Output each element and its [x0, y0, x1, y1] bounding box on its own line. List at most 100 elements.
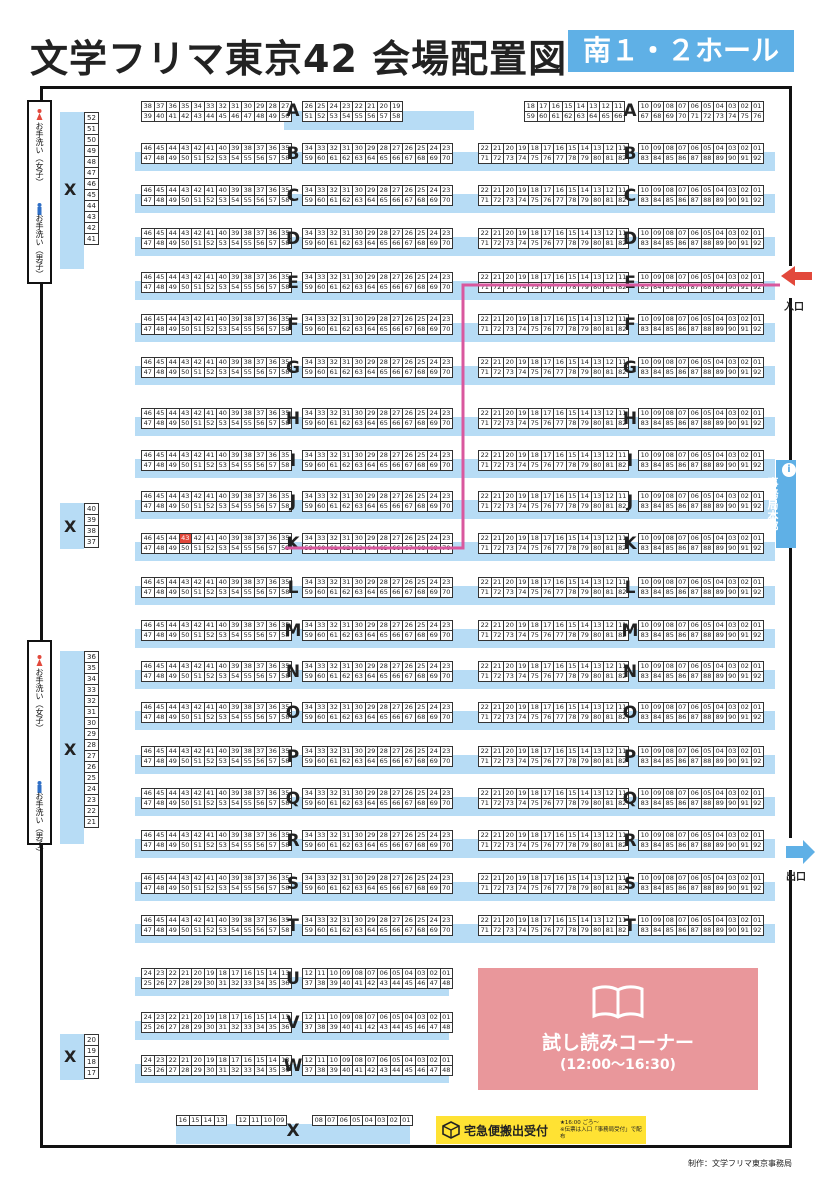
booth-seat[interactable]: 69 — [428, 671, 441, 682]
booth-seat[interactable]: 52 — [204, 587, 217, 598]
booth-seat[interactable]: 88 — [701, 630, 714, 641]
booth-seat[interactable]: 83 — [638, 587, 652, 598]
booth-seat[interactable]: 91 — [739, 282, 752, 293]
booth-seat[interactable]: 59 — [302, 324, 316, 335]
booth-seat[interactable]: 64 — [365, 630, 378, 641]
booth-seat[interactable]: 55 — [242, 630, 255, 641]
booth-seat[interactable]: 48 — [254, 111, 267, 122]
booth-seat[interactable]: 84 — [651, 543, 664, 554]
booth-seat[interactable]: 81 — [604, 671, 617, 682]
booth-seat[interactable]: 72 — [491, 587, 504, 598]
booth-seat[interactable]: 69 — [664, 111, 677, 122]
booth-seat[interactable]: 70 — [440, 324, 453, 335]
booth-seat[interactable]: 51 — [192, 460, 205, 471]
booth-seat[interactable]: 52 — [204, 418, 217, 429]
booth-seat[interactable]: 41 — [167, 111, 180, 122]
booth-seat[interactable]: 86 — [676, 671, 689, 682]
booth-seat[interactable]: 92 — [751, 195, 764, 206]
booth-seat[interactable]: 52 — [204, 630, 217, 641]
booth-seat[interactable]: 70 — [440, 712, 453, 723]
booth-seat[interactable]: 62 — [340, 630, 353, 641]
booth-seat[interactable]: 88 — [701, 238, 714, 249]
booth-seat[interactable]: 72 — [491, 756, 504, 767]
booth-seat[interactable]: 61 — [328, 671, 341, 682]
booth-seat[interactable]: 76 — [541, 195, 554, 206]
booth-seat[interactable]: 72 — [491, 712, 504, 723]
booth-seat[interactable]: 76 — [541, 282, 554, 293]
booth-seat[interactable]: 90 — [726, 367, 739, 378]
booth-seat[interactable]: 82 — [616, 460, 629, 471]
booth-seat[interactable]: 90 — [726, 238, 739, 249]
booth-seat[interactable]: 56 — [254, 153, 267, 164]
booth-seat[interactable]: 77 — [554, 324, 567, 335]
booth-seat[interactable]: 71 — [478, 324, 492, 335]
booth-seat[interactable]: 74 — [516, 501, 529, 512]
booth-seat[interactable]: 68 — [415, 460, 428, 471]
booth-seat[interactable]: 87 — [689, 460, 702, 471]
booth-seat[interactable]: 70 — [440, 195, 453, 206]
booth-seat[interactable]: 51 — [302, 111, 316, 122]
booth-seat[interactable]: 62 — [340, 587, 353, 598]
booth-seat[interactable]: 89 — [714, 543, 727, 554]
booth-seat[interactable]: 62 — [340, 367, 353, 378]
booth-seat[interactable]: 91 — [739, 460, 752, 471]
booth-seat[interactable]: 63 — [353, 324, 366, 335]
booth-seat[interactable]: 82 — [616, 282, 629, 293]
booth-seat[interactable]: 54 — [229, 195, 242, 206]
booth-seat[interactable]: 57 — [267, 630, 280, 641]
booth-seat[interactable]: 82 — [616, 238, 629, 249]
booth-seat[interactable]: 49 — [167, 712, 180, 723]
booth-seat[interactable]: 49 — [167, 195, 180, 206]
booth-seat[interactable]: 50 — [179, 153, 192, 164]
booth-seat[interactable]: 71 — [478, 671, 492, 682]
booth-seat[interactable]: 87 — [689, 367, 702, 378]
booth-seat[interactable]: 56 — [254, 324, 267, 335]
booth-seat[interactable]: 43 — [192, 111, 205, 122]
booth-seat[interactable]: 63 — [353, 238, 366, 249]
booth-seat[interactable]: 92 — [751, 630, 764, 641]
booth-seat[interactable]: 66 — [390, 756, 403, 767]
booth-seat[interactable]: 67 — [403, 587, 416, 598]
booth-seat[interactable]: 73 — [504, 418, 517, 429]
booth-seat[interactable]: 62 — [340, 756, 353, 767]
booth-seat[interactable]: 85 — [664, 460, 677, 471]
booth-seat[interactable]: 66 — [390, 671, 403, 682]
booth-seat[interactable]: 60 — [537, 111, 550, 122]
booth-seat[interactable]: 71 — [478, 587, 492, 598]
booth-seat[interactable]: 69 — [428, 324, 441, 335]
booth-seat[interactable]: 75 — [529, 238, 542, 249]
booth-seat[interactable]: 49 — [167, 630, 180, 641]
booth-seat[interactable]: 51 — [192, 712, 205, 723]
booth-seat[interactable]: 77 — [554, 501, 567, 512]
booth-seat[interactable]: 59 — [302, 587, 316, 598]
booth-seat[interactable]: 65 — [378, 756, 391, 767]
booth-seat[interactable]: 83 — [638, 712, 652, 723]
booth-seat[interactable]: 58 — [279, 324, 292, 335]
booth-seat[interactable]: 47 — [141, 282, 155, 293]
booth-seat[interactable]: 71 — [478, 712, 492, 723]
booth-seat[interactable]: 83 — [638, 418, 652, 429]
booth-seat[interactable]: 80 — [591, 501, 604, 512]
booth-seat[interactable]: 48 — [154, 587, 167, 598]
booth-seat[interactable]: 80 — [591, 282, 604, 293]
booth-seat[interactable]: 78 — [566, 195, 579, 206]
booth-seat[interactable]: 82 — [616, 324, 629, 335]
booth-seat[interactable]: 88 — [701, 324, 714, 335]
booth-seat[interactable]: 47 — [141, 630, 155, 641]
booth-seat[interactable]: 61 — [328, 501, 341, 512]
booth-seat[interactable]: 79 — [579, 712, 592, 723]
booth-seat[interactable]: 42 — [179, 111, 192, 122]
booth-seat[interactable]: 62 — [340, 460, 353, 471]
booth-seat[interactable]: 79 — [579, 501, 592, 512]
booth-seat[interactable]: 59 — [302, 153, 316, 164]
booth-seat[interactable]: 49 — [167, 587, 180, 598]
booth-seat[interactable]: 72 — [491, 418, 504, 429]
booth-seat[interactable]: 76 — [541, 367, 554, 378]
booth-seat[interactable]: 56 — [365, 111, 378, 122]
booth-seat[interactable]: 55 — [242, 367, 255, 378]
booth-seat[interactable]: 56 — [254, 543, 267, 554]
booth-seat[interactable]: 75 — [739, 111, 752, 122]
booth-seat[interactable]: 75 — [529, 153, 542, 164]
booth-seat[interactable]: 52 — [204, 460, 217, 471]
booth-seat[interactable]: 47 — [141, 238, 155, 249]
